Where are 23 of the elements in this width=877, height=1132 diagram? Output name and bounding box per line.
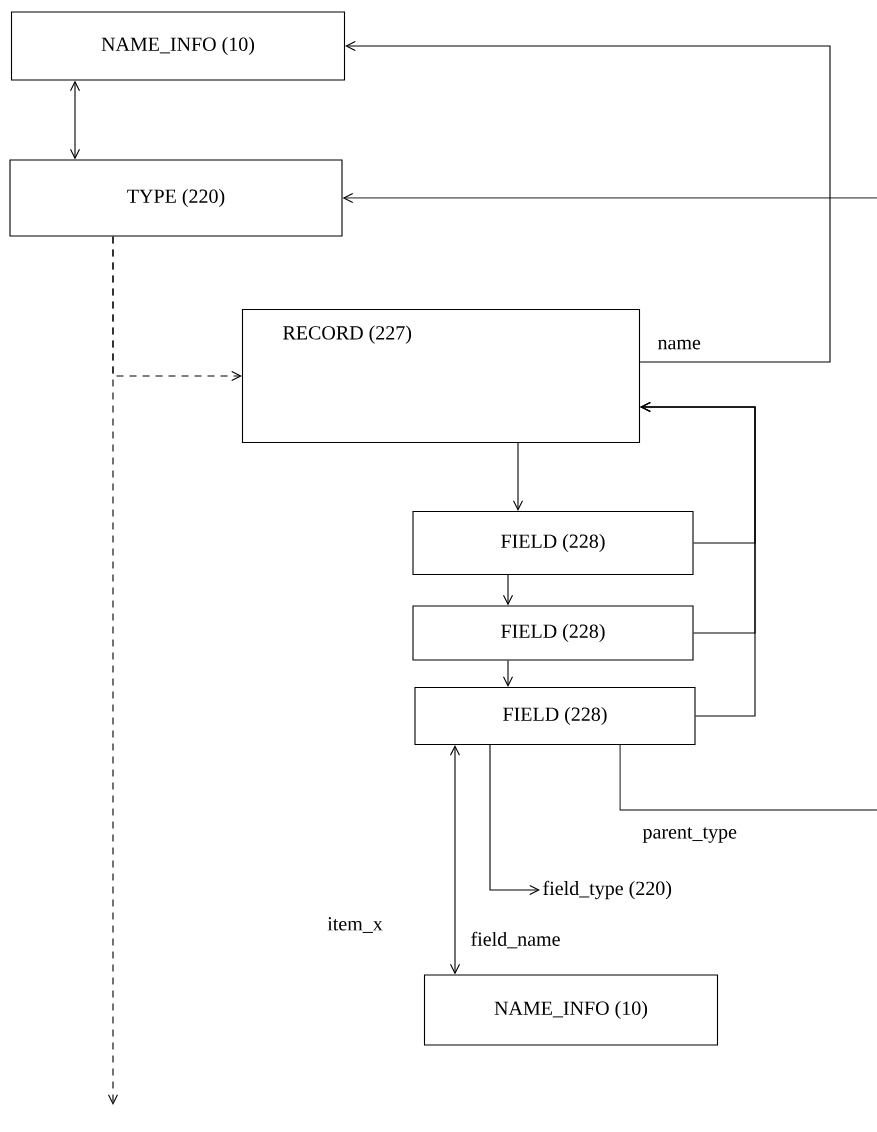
edge-label: field_name: [471, 931, 560, 949]
arrow: [489, 744, 540, 896]
arrow: [502, 660, 514, 687]
field-label: item_x: [327, 917, 383, 933]
arrow: [640, 401, 756, 717]
entity-box: TYPE (220): [9, 159, 343, 237]
entity-box: NAME_INFO (10): [423, 974, 719, 1046]
dashed-arrow: [112, 236, 242, 382]
entity-box: FIELD (228): [412, 605, 694, 661]
entity-box: RECORD (227): [241, 308, 641, 444]
arrow: [345, 40, 831, 363]
entity-box: FIELD (228): [414, 686, 696, 746]
arrow: [69, 80, 81, 160]
arrow: [342, 192, 877, 204]
entity-box: FIELD (228): [412, 510, 694, 576]
field-label: field_type (220): [543, 880, 672, 900]
arrow: [449, 745, 461, 975]
edge-label: name: [658, 339, 701, 350]
arrow: [512, 442, 524, 511]
connector-line: [619, 744, 877, 811]
entity-box: NAME_INFO (10): [10, 11, 346, 81]
edge-label: parent_type: [642, 827, 737, 843]
arrow: [502, 574, 514, 606]
